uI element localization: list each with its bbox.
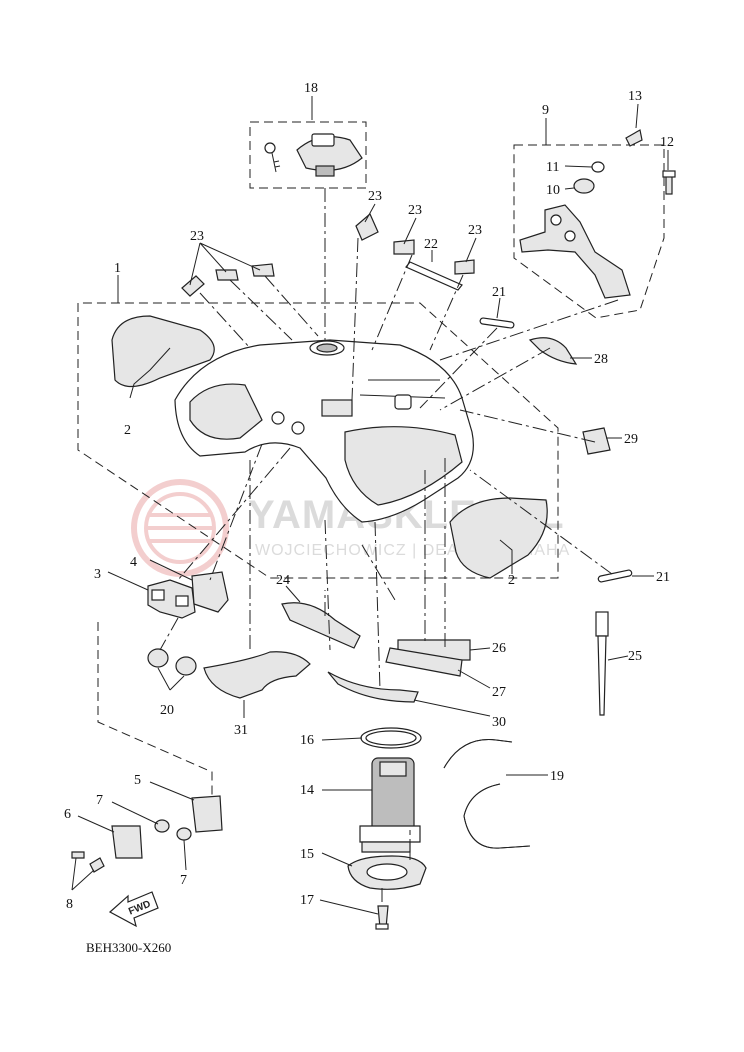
label-19: 19 <box>550 769 564 784</box>
tank-group-outline <box>77 302 559 579</box>
label-7-lower: 7 <box>180 873 187 888</box>
bracket-group-outline <box>513 144 665 319</box>
label-7-upper: 7 <box>96 793 103 808</box>
label-14: 14 <box>300 783 314 798</box>
label-23-left: 23 <box>190 229 204 244</box>
label-15: 15 <box>300 847 314 862</box>
label-2-left: 2 <box>124 423 131 438</box>
label-2-right: 2 <box>508 573 515 588</box>
label-21-upper: 21 <box>492 285 506 300</box>
label-29: 29 <box>624 432 638 447</box>
label-16: 16 <box>300 733 314 748</box>
mount-bracket-4 <box>191 571 229 613</box>
mount-bracket-3 <box>147 579 196 619</box>
callout-lines <box>71 96 669 915</box>
label-8: 8 <box>66 897 73 912</box>
rod-21-lower <box>597 569 633 583</box>
bracket-assembly <box>519 129 676 299</box>
label-11: 11 <box>546 160 559 175</box>
label-30: 30 <box>492 715 506 730</box>
side-cover-left <box>111 315 215 388</box>
fuel-pump-assembly <box>347 727 531 930</box>
damper-pads-23 <box>181 213 475 297</box>
bracket-group-2-outline <box>97 622 213 800</box>
side-cover-right <box>449 497 548 579</box>
label-23-right: 23 <box>468 223 482 238</box>
label-13: 13 <box>628 89 642 104</box>
dampers-20 <box>147 648 197 676</box>
strip-30 <box>327 671 419 703</box>
label-18: 18 <box>304 81 318 96</box>
leader-lines <box>159 188 619 906</box>
fuel-cap-assembly <box>264 133 363 177</box>
pad-27 <box>385 647 463 677</box>
fuel-tank <box>174 339 474 523</box>
label-22: 22 <box>424 237 438 252</box>
label-9: 9 <box>542 103 549 118</box>
cap-group-outline <box>249 121 367 189</box>
label-3: 3 <box>94 567 101 582</box>
strip-22 <box>405 261 463 291</box>
group-outlines <box>77 121 665 800</box>
label-17: 17 <box>300 893 314 908</box>
callout-labels: 18 9 13 12 11 10 1 23 23 23 23 22 21 28 … <box>64 81 674 912</box>
label-4: 4 <box>130 555 137 570</box>
pad-28 <box>528 337 578 365</box>
label-26: 26 <box>492 641 506 656</box>
fwd-arrow-icon: FWD <box>108 891 159 928</box>
label-23-mid: 23 <box>368 189 382 204</box>
label-1: 1 <box>114 261 121 276</box>
lower-brackets <box>71 795 223 873</box>
diagram-code: BEH3300-X260 <box>86 940 171 955</box>
label-28: 28 <box>594 352 608 367</box>
label-10: 10 <box>546 183 560 198</box>
label-24: 24 <box>276 573 290 588</box>
cover-24 <box>281 602 361 649</box>
label-21-lower: 21 <box>656 570 670 585</box>
watermark-logo <box>131 479 229 577</box>
label-5: 5 <box>134 773 141 788</box>
pad-29 <box>582 427 611 455</box>
cover-31 <box>203 651 311 699</box>
label-12: 12 <box>660 135 674 150</box>
label-25: 25 <box>628 649 642 664</box>
label-23-center: 23 <box>408 203 422 218</box>
label-20: 20 <box>160 703 174 718</box>
rod-21-upper <box>479 317 515 329</box>
label-27: 27 <box>492 685 506 700</box>
cable-tie-25 <box>595 611 609 716</box>
key-icon <box>264 142 281 173</box>
label-31: 31 <box>234 723 248 738</box>
label-6: 6 <box>64 807 71 822</box>
